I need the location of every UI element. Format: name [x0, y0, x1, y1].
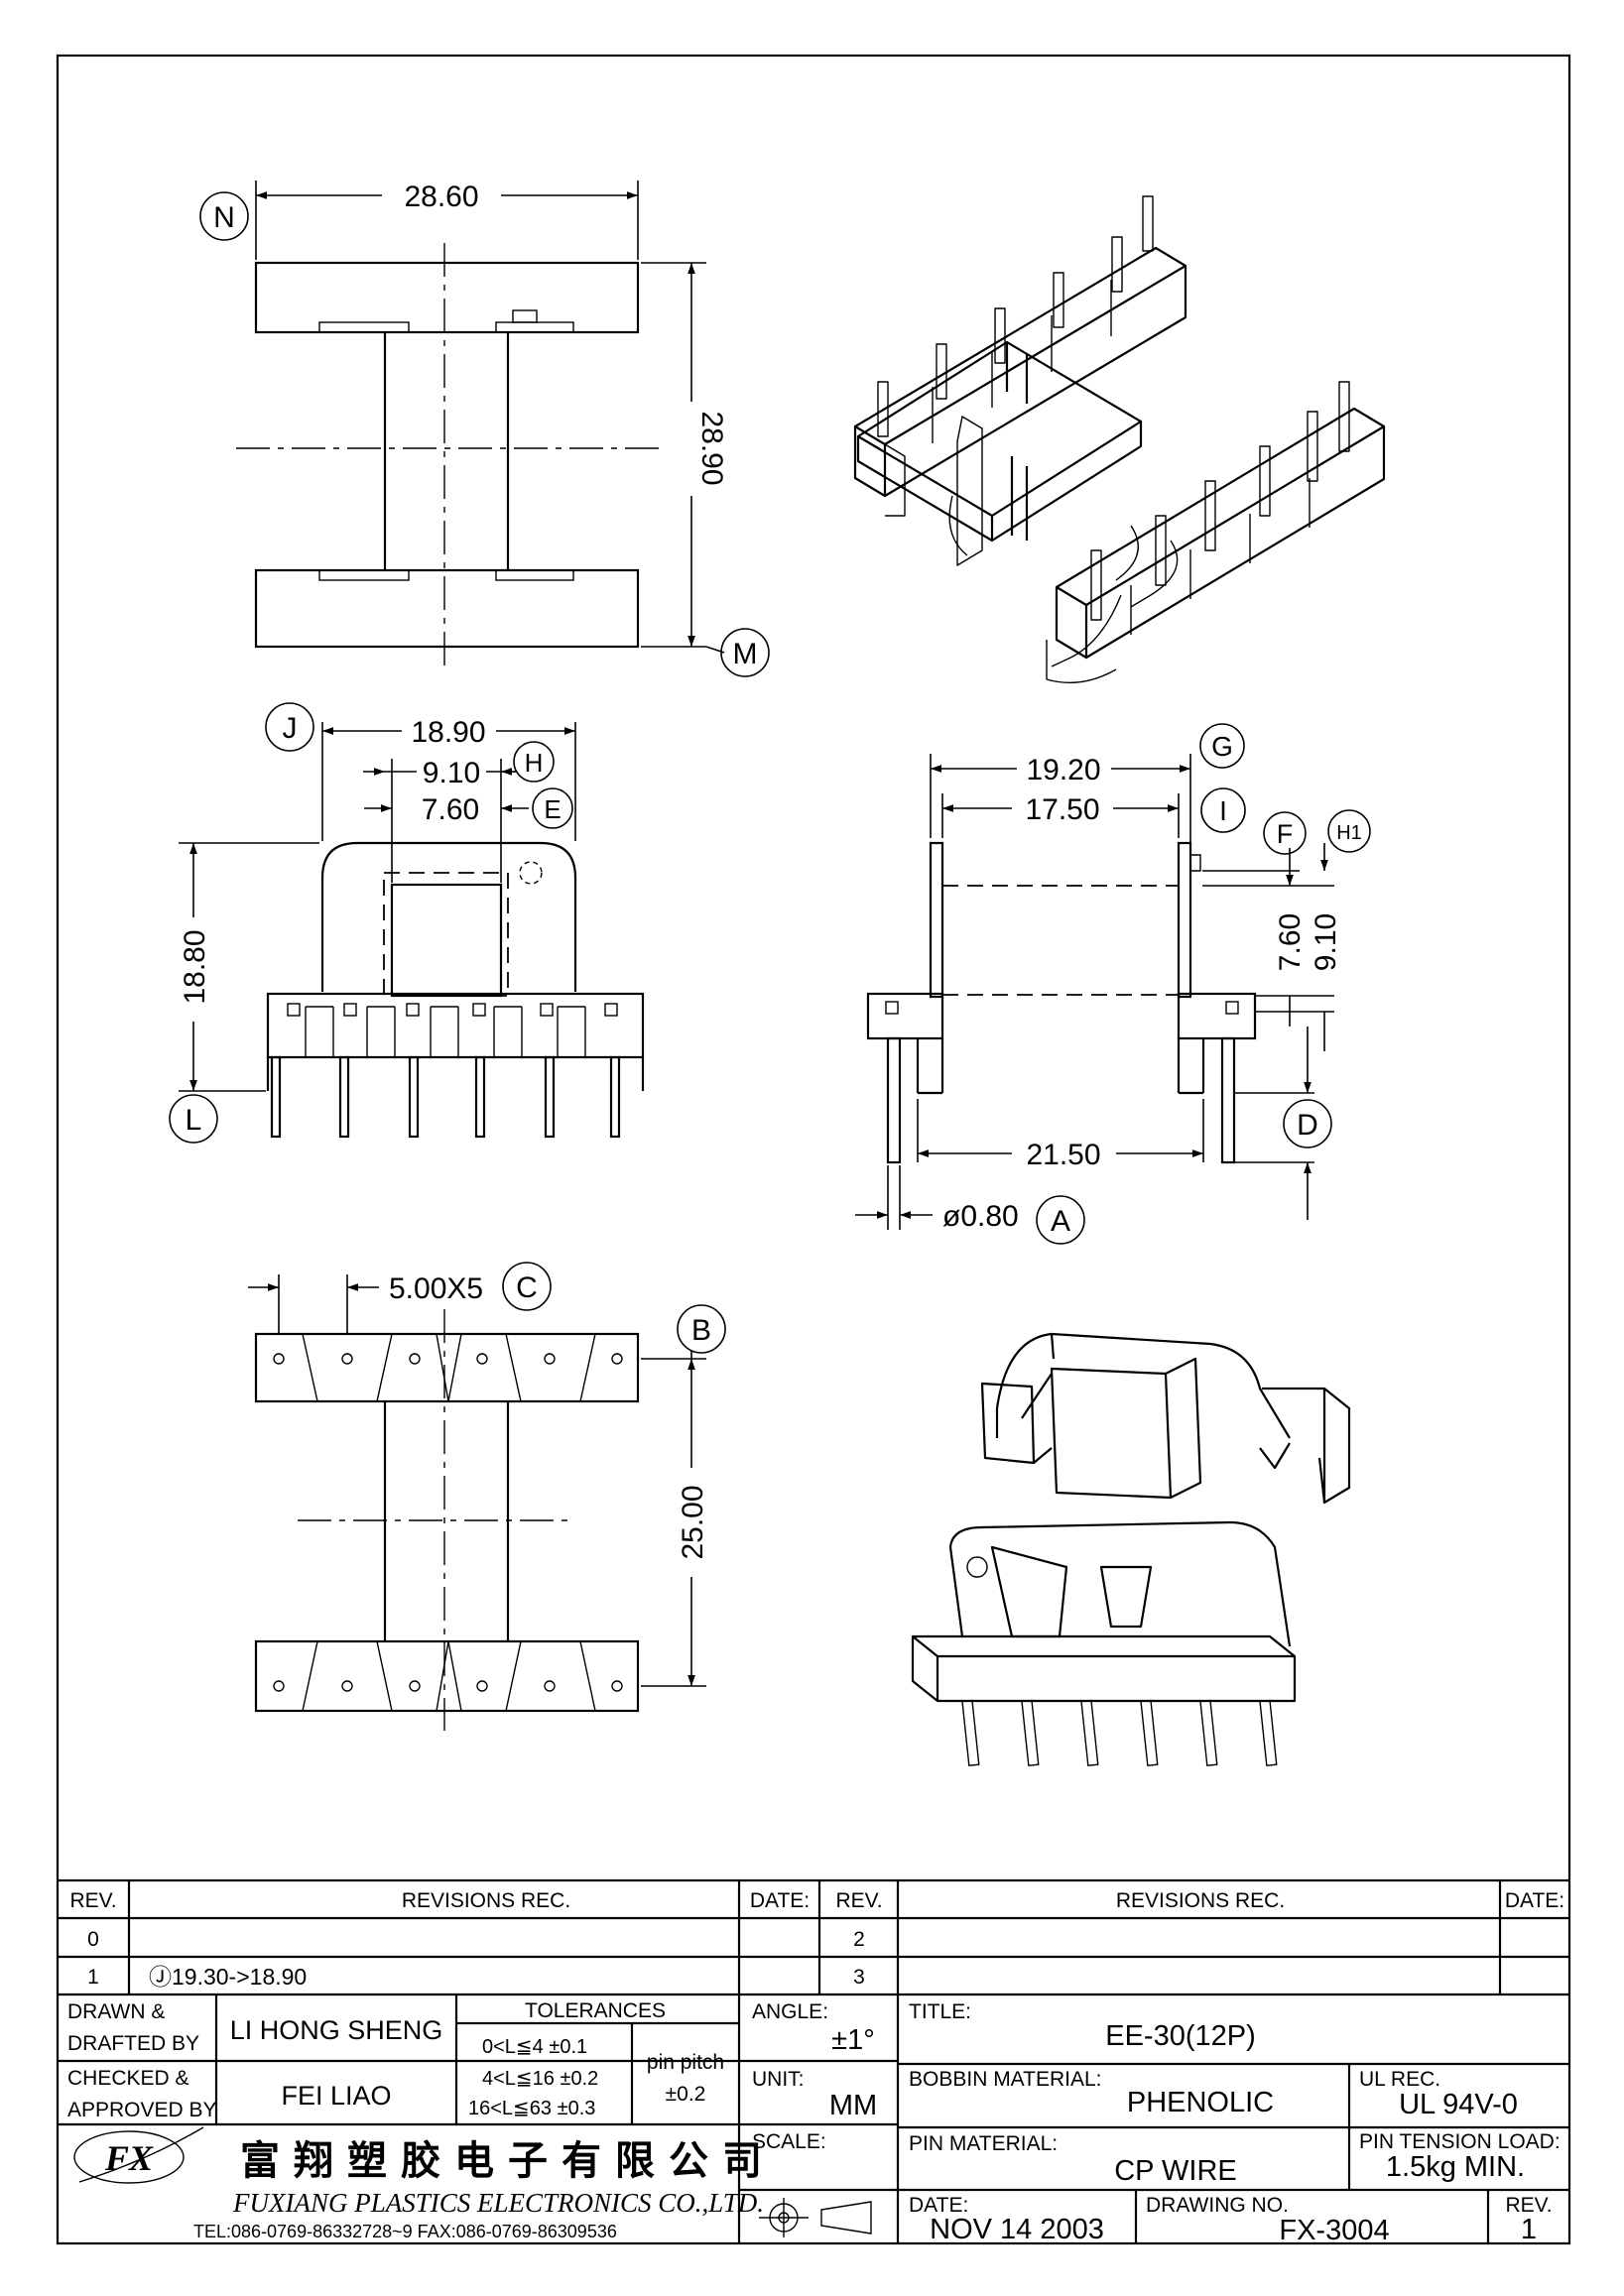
unit-label: UNIT:: [752, 2068, 805, 2091]
bubble-a: A: [1051, 1205, 1070, 1238]
rev-row-1-rev: 1: [87, 1966, 99, 1989]
rev-value: 1: [1521, 2214, 1537, 2245]
pin-pitch-label: pin pitch: [647, 2051, 724, 2074]
dim-side-h1: 7.60: [1274, 913, 1307, 971]
bobbin-label: BOBBIN MATERIAL:: [909, 2068, 1102, 2091]
dim-pin-dia: ø0.80: [942, 1200, 1019, 1233]
rev-header-date-right: DATE:: [1505, 1889, 1564, 1912]
bubble-l: L: [186, 1104, 202, 1137]
company-contact: TEL:086-0769-86332728~9 FAX:086-0769-863…: [193, 2222, 617, 2241]
title-block-fields: DRAWN & DRAFTED BY LI HONG SHENG CHECKED…: [67, 1999, 1561, 2246]
title-value: EE-30(12P): [1105, 2020, 1256, 2052]
bubble-i: I: [1219, 795, 1227, 826]
dim-front-height: 18.80: [179, 929, 211, 1004]
checked-label-1: CHECKED &: [67, 2067, 189, 2090]
tol-1: 0<L≦4 ±0.1: [482, 2036, 587, 2058]
drawing-no-value: FX-3004: [1279, 2215, 1389, 2246]
rev-row-3-rev: 3: [853, 1966, 865, 1989]
bubble-d: D: [1297, 1109, 1318, 1142]
rev-label: REV.: [1505, 2194, 1552, 2217]
bubble-e: E: [544, 794, 561, 824]
title-block: [58, 1878, 1569, 2243]
rev-row-0-rev: 0: [87, 1928, 99, 1951]
bubble-h1: H1: [1336, 822, 1362, 844]
drawing-no-label: DRAWING NO.: [1146, 2194, 1289, 2217]
dim-top-width: 28.60: [404, 181, 478, 213]
side-view: 19.20 17.50 G I 7.60 9.10 F H1 D 2: [855, 723, 1371, 1245]
pin-material-label: PIN MATERIAL:: [909, 2132, 1058, 2155]
top-view: 28.60 28.90 N M: [199, 181, 770, 677]
tol-2: 4<L≦16 ±0.2: [482, 2068, 598, 2090]
bubble-c: C: [516, 1271, 538, 1304]
ul-label: UL REC.: [1359, 2068, 1440, 2091]
dim-side-outer: 19.20: [1026, 754, 1100, 786]
rev-header-date-left: DATE:: [750, 1889, 810, 1912]
bobbin-value: PHENOLIC: [1127, 2087, 1274, 2118]
drawn-by: LI HONG SHENG: [230, 2015, 443, 2045]
tension-label: PIN TENSION LOAD:: [1359, 2130, 1561, 2153]
company-name-cn: 富翔塑胶电子有限公司: [240, 2137, 776, 2184]
bubble-g: G: [1211, 731, 1233, 762]
bubble-j: J: [283, 712, 298, 745]
company-logo: FX: [104, 2138, 154, 2178]
rev-header-rec-right: REVISIONS REC.: [1116, 1889, 1285, 1912]
isometric-view-top: [853, 195, 1386, 684]
bubble-b: B: [691, 1314, 711, 1347]
pin-material-value: CP WIRE: [1114, 2155, 1237, 2187]
checked-by: FEI LIAO: [281, 2081, 391, 2111]
rev-header-rev-right: REV.: [835, 1889, 882, 1912]
dim-bottom-height: 25.00: [677, 1485, 709, 1559]
rev-row-1-rec: Ⓙ19.30->18.90: [149, 1964, 307, 1990]
front-view: 18.90 9.10 7.60 18.80 J H E L: [169, 702, 645, 1144]
scale-label: SCALE:: [752, 2130, 826, 2153]
date-label: DATE:: [909, 2194, 968, 2217]
drawn-label-1: DRAWN &: [67, 2000, 165, 2023]
rev-header-rev-left: REV.: [69, 1889, 116, 1912]
rev-header-rec-left: REVISIONS REC.: [402, 1889, 570, 1912]
angle-label: ANGLE:: [752, 2000, 828, 2023]
dim-side-h2: 9.10: [1310, 913, 1342, 971]
dim-front-inner: 9.10: [423, 757, 480, 789]
ul-value: UL 94V-0: [1399, 2089, 1518, 2120]
drawn-label-2: DRAFTED BY: [67, 2032, 199, 2055]
company-name-en: FUXIANG PLASTICS ELECTRONICS CO.,LTD.: [232, 2188, 764, 2218]
revisions-table: REV. REVISIONS REC. DATE: REV. REVISIONS…: [69, 1889, 1564, 1990]
bubble-f: F: [1277, 819, 1294, 849]
checked-label-2: APPROVED BY: [67, 2099, 217, 2121]
bubble-h: H: [525, 748, 544, 778]
dim-front-width: 18.90: [411, 716, 485, 749]
tension-value: 1.5kg MIN.: [1386, 2151, 1525, 2183]
bottom-view: 5.00X5 C 25.00 B: [248, 1262, 726, 1731]
dim-front-window: 7.60: [422, 793, 479, 826]
dim-pin-pitch: 5.00X5: [389, 1272, 483, 1305]
tol-3: 16<L≦63 ±0.3: [468, 2098, 595, 2119]
dim-side-inner: 17.50: [1025, 793, 1099, 826]
drawing-border: [56, 54, 1571, 2245]
bubble-n: N: [213, 201, 235, 234]
pin-pitch-tol: ±0.2: [666, 2083, 706, 2106]
title-label: TITLE:: [909, 2000, 971, 2023]
dim-side-pin-span: 21.50: [1026, 1139, 1100, 1171]
date-value: NOV 14 2003: [930, 2214, 1104, 2245]
unit-value: MM: [829, 2090, 877, 2121]
angle-value: ±1°: [831, 2024, 875, 2056]
rev-row-2-rev: 2: [853, 1928, 865, 1951]
tolerances-label: TOLERANCES: [525, 1999, 666, 2022]
isometric-view-bottom: [911, 1332, 1351, 1766]
dim-top-height: 28.90: [695, 411, 728, 485]
bubble-m: M: [733, 638, 758, 670]
